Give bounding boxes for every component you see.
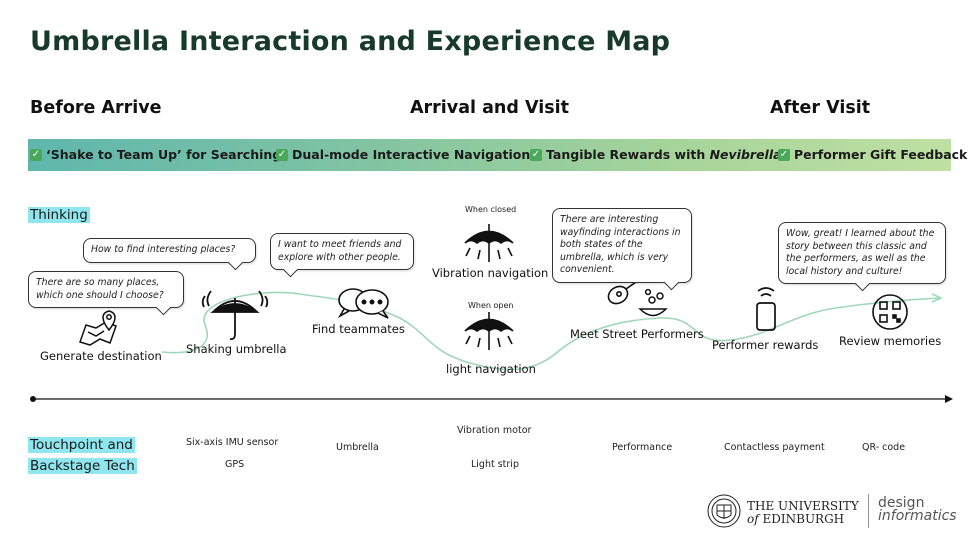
- feature-band: [28, 139, 951, 171]
- thought-bubble-choose-place: There are so many places, which one shou…: [28, 271, 184, 308]
- map-pin-icon: [79, 310, 117, 346]
- step-meet-street-performers: Meet Street Performers: [570, 327, 704, 341]
- tech-contactless-payment: Contactless payment: [724, 442, 825, 453]
- qr-code-icon: [872, 294, 908, 330]
- step-shaking-umbrella: Shaking umbrella: [186, 342, 287, 356]
- thinking-label: Thinking: [28, 207, 90, 223]
- timeline-start-dot: [30, 396, 36, 402]
- touchpoint-label: Touchpoint and Backstage Tech: [28, 437, 137, 474]
- step-light-navigation: light navigation: [446, 362, 536, 376]
- checkbox-icon: ✓: [30, 148, 42, 161]
- feature-performer-gift-feedback: ✓ Performer Gift Feedback: [778, 147, 968, 162]
- thought-bubble-meet-friends: I want to meet friends and explore with …: [270, 233, 414, 270]
- thought-bubble-learned-story: Wow, great! I learned about the story be…: [778, 222, 946, 284]
- feature-dual-mode-navigation: ✓ Dual-mode Interactive Navigation: [276, 147, 531, 162]
- design-informatics-logo: design informatics: [878, 495, 957, 524]
- university-of-edinburgh-logo: THE UNIVERSITY of EDINBURGH: [747, 499, 859, 526]
- phase-after-visit: After Visit: [770, 98, 871, 118]
- tech-imu-sensor: Six-axis IMU sensor: [186, 437, 279, 448]
- step-vibration-navigation: Vibration navigation: [432, 266, 549, 280]
- step-generate-destination: Generate destination: [40, 349, 162, 363]
- shaking-umbrella-icon: [201, 290, 269, 341]
- page-title: Umbrella Interaction and Experience Map: [30, 26, 671, 57]
- tech-light-strip: Light strip: [471, 459, 519, 470]
- thought-bubble-wayfinding: There are interesting wayfinding interac…: [552, 208, 692, 283]
- phase-arrival-and-visit: Arrival and Visit: [410, 98, 570, 118]
- university-crest-icon: [707, 494, 741, 528]
- step-find-teammates: Find teammates: [312, 322, 405, 336]
- checkbox-icon: ✓: [530, 148, 542, 161]
- tech-umbrella: Umbrella: [336, 442, 379, 453]
- step-performer-rewards: Performer rewards: [712, 338, 819, 352]
- phase-before-arrive: Before Arrive: [30, 98, 162, 118]
- journey-curve: [161, 291, 941, 371]
- umbrella-closed-icon: [464, 224, 514, 262]
- chat-bubbles-icon: [337, 288, 389, 319]
- tech-qr-code: QR- code: [862, 442, 906, 453]
- contactless-phone-icon: [756, 287, 776, 331]
- checkbox-icon: ✓: [778, 148, 790, 161]
- tip-bowl-icon: [638, 288, 668, 317]
- feature-tangible-rewards: ✓ Tangible Rewards with Nevibrella: [530, 147, 782, 162]
- caption-when-open: When open: [468, 301, 514, 310]
- caption-when-closed: When closed: [465, 205, 517, 214]
- tech-performance: Performance: [612, 442, 673, 453]
- tech-vibration-motor: Vibration motor: [457, 425, 532, 436]
- journey-arrowhead: [931, 293, 943, 303]
- umbrella-open-icon: [464, 312, 514, 350]
- tech-gps: GPS: [225, 459, 245, 470]
- timeline-arrowhead: [945, 395, 953, 403]
- feature-shake-to-team-up: ✓ ‘Shake to Team Up’ for Searching: [30, 147, 282, 162]
- logo-divider: [868, 494, 869, 528]
- thought-bubble-find-places: How to find interesting places?: [83, 238, 256, 263]
- checkbox-icon: ✓: [276, 148, 288, 161]
- step-review-memories: Review memories: [839, 334, 942, 348]
